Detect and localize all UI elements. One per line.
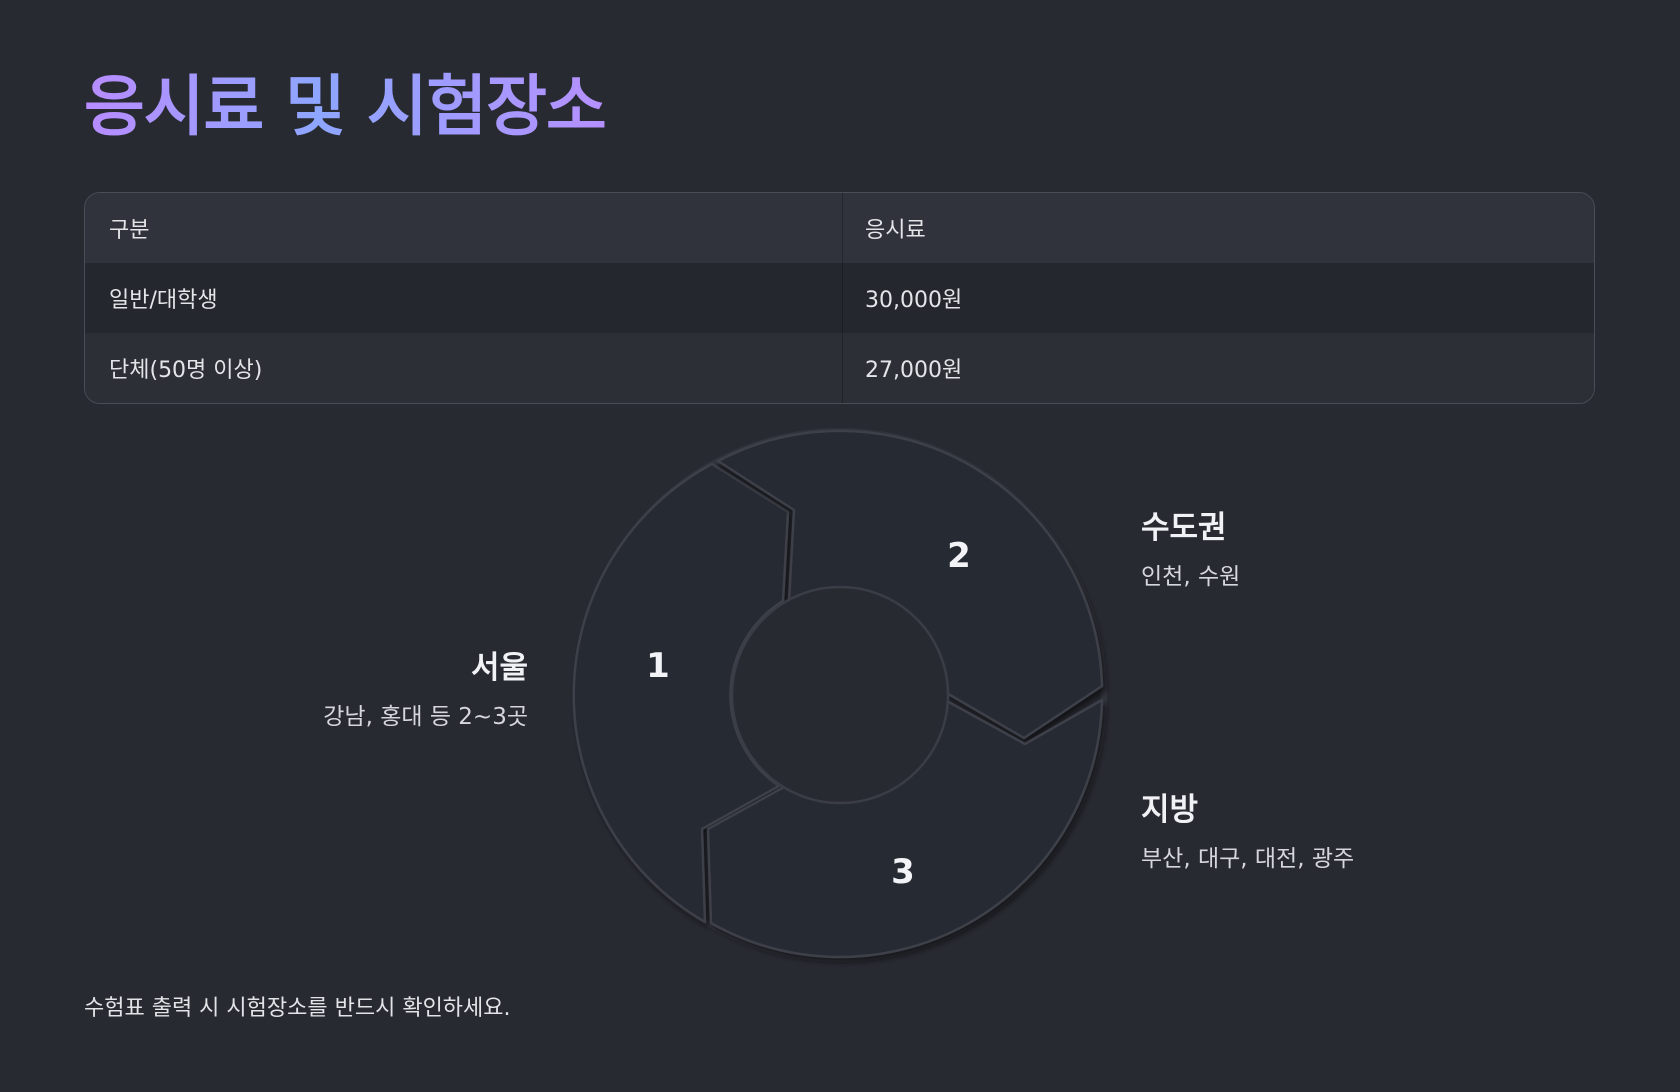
column-header-fee: 응시료 <box>842 193 1594 263</box>
segment-number-1: 1 <box>646 646 670 686</box>
segment-number-3: 3 <box>891 852 915 892</box>
segment-number-2: 2 <box>947 536 971 576</box>
region-desc: 강남, 홍대 등 2~3곳 <box>323 704 528 730</box>
diagram-center <box>730 585 950 805</box>
table-row: 일반/대학생 30,000원 <box>85 263 1594 333</box>
region-provinces: 지방 부산, 대구, 대전, 광주 <box>1141 790 1354 874</box>
table-cell-category: 단체(50명 이상) <box>109 358 263 383</box>
page-title: 응시료 및 시험장소 <box>84 62 607 152</box>
column-header-category: 구분 <box>109 218 150 243</box>
region-capital-area: 수도권 인천, 수원 <box>1141 508 1240 592</box>
table-cell-fee: 30,000원 <box>842 263 1594 333</box>
table-cell-category: 일반/대학생 <box>109 288 218 313</box>
footnote: 수험표 출력 시 시험장소를 반드시 확인하세요. <box>84 996 511 1021</box>
region-seoul: 서울 강남, 홍대 등 2~3곳 <box>323 648 528 732</box>
region-name: 서울 <box>470 650 528 686</box>
region-name: 수도권 <box>1141 510 1227 546</box>
fee-table: 구분 응시료 일반/대학생 30,000원 단체(50명 이상) 27,000원 <box>84 192 1595 404</box>
region-desc: 인천, 수원 <box>1141 564 1241 590</box>
diagram-segment-1 <box>572 462 790 924</box>
region-desc: 부산, 대구, 대전, 광주 <box>1141 846 1355 872</box>
table-row: 단체(50명 이상) 27,000원 <box>85 333 1594 403</box>
table-cell-fee: 27,000원 <box>842 333 1594 403</box>
region-name: 지방 <box>1141 792 1199 828</box>
table-header-row: 구분 응시료 <box>85 193 1594 263</box>
